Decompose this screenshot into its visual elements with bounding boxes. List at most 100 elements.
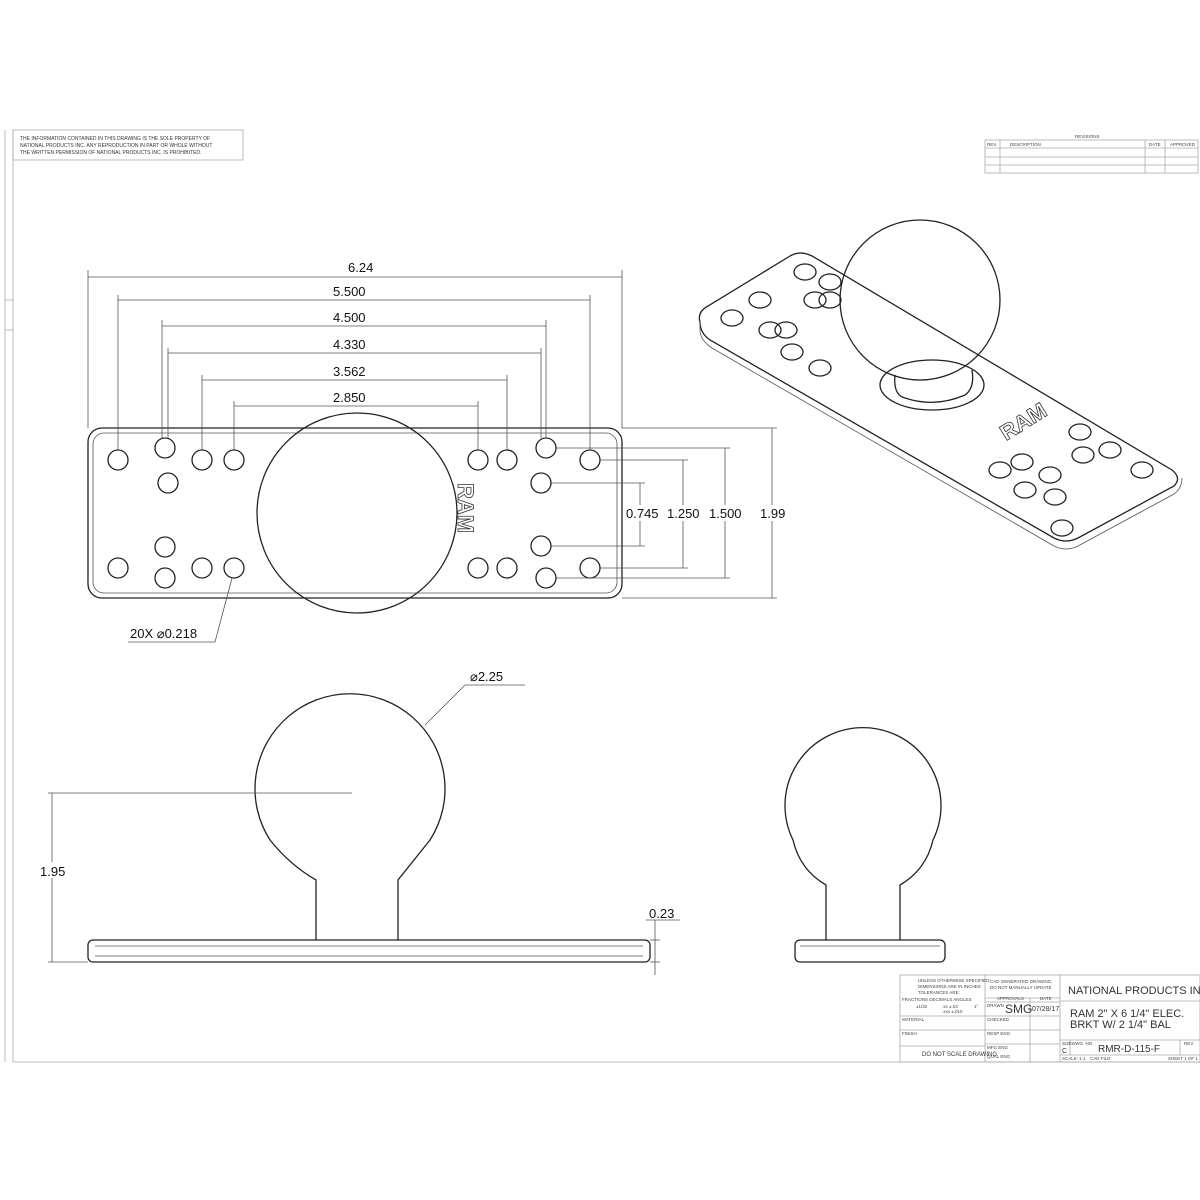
svg-text:1°: 1° bbox=[974, 1004, 979, 1009]
mounting-hole bbox=[496, 557, 518, 579]
mounting-hole-iso bbox=[793, 263, 817, 281]
svg-text:DESCRIPTION: DESCRIPTION bbox=[1010, 142, 1041, 147]
mounting-hole bbox=[579, 449, 601, 471]
mounting-hole bbox=[154, 437, 176, 459]
title-block: UNLESS OTHERWISE SPECIFIED: DIMENSIONS A… bbox=[899, 974, 1200, 1063]
svg-text:BRKT W/ 2 1/4" BAL: BRKT W/ 2 1/4" BAL bbox=[1070, 1019, 1171, 1031]
drawing-number: RMR-D-115-F bbox=[1098, 1044, 1160, 1055]
mounting-hole-iso bbox=[1043, 488, 1067, 506]
svg-text:SHEET 1 OF 1: SHEET 1 OF 1 bbox=[1168, 1056, 1198, 1061]
svg-text:THE INFORMATION CONTAINED IN T: THE INFORMATION CONTAINED IN THIS DRAWIN… bbox=[20, 136, 210, 142]
svg-text:FRACTIONS DECIMALS ANGLES: FRACTIONS DECIMALS ANGLES bbox=[902, 997, 972, 1002]
svg-text:UNLESS OTHERWISE SPECIFIED:: UNLESS OTHERWISE SPECIFIED: bbox=[918, 978, 991, 983]
svg-text:SMG: SMG bbox=[1005, 1002, 1032, 1016]
svg-text:REV.: REV. bbox=[1184, 1041, 1194, 1046]
mounting-hole-iso bbox=[774, 321, 798, 339]
svg-text:0.745: 0.745 bbox=[626, 506, 659, 521]
mounting-hole bbox=[535, 437, 557, 459]
mounting-hole bbox=[467, 557, 489, 579]
svg-text:4.330: 4.330 bbox=[333, 337, 366, 352]
mounting-hole bbox=[496, 449, 518, 471]
mounting-hole bbox=[154, 567, 176, 589]
svg-text:DATE: DATE bbox=[1149, 142, 1161, 147]
mounting-hole bbox=[107, 557, 129, 579]
mounting-hole-iso bbox=[988, 461, 1012, 479]
mounting-hole bbox=[467, 449, 489, 471]
svg-text:APPROVALS: APPROVALS bbox=[997, 996, 1024, 1001]
svg-text:QUAL ENG: QUAL ENG bbox=[987, 1054, 1011, 1059]
svg-text:REV.: REV. bbox=[987, 142, 997, 147]
mounting-hole bbox=[535, 567, 557, 589]
ram-logo-iso: RAM bbox=[995, 398, 1051, 446]
svg-text:0.23: 0.23 bbox=[649, 906, 674, 921]
mounting-hole bbox=[530, 472, 552, 494]
ball-top bbox=[256, 412, 458, 614]
mounting-hole-iso bbox=[1050, 519, 1074, 537]
svg-text:1.99: 1.99 bbox=[760, 506, 785, 521]
mounting-hole-iso bbox=[720, 309, 744, 327]
mounting-hole bbox=[191, 557, 213, 579]
revision-table: REVISIONS REV. DESCRIPTION DATE APPROVED bbox=[984, 134, 1199, 174]
side-view bbox=[784, 727, 946, 963]
mounting-hole bbox=[530, 535, 552, 557]
svg-text:MFG ENG: MFG ENG bbox=[987, 1045, 1008, 1050]
svg-text:3.562: 3.562 bbox=[333, 364, 366, 379]
mounting-hole-iso bbox=[1130, 461, 1154, 479]
svg-text:CHECKED: CHECKED bbox=[987, 1017, 1010, 1022]
svg-text:REVISIONS: REVISIONS bbox=[1075, 134, 1100, 139]
mounting-hole bbox=[157, 472, 179, 494]
svg-text:1.500: 1.500 bbox=[709, 506, 742, 521]
svg-text:5.500: 5.500 bbox=[333, 284, 366, 299]
mounting-hole-iso bbox=[808, 359, 832, 377]
svg-text:6.24: 6.24 bbox=[348, 260, 373, 275]
mounting-hole-iso bbox=[758, 321, 782, 339]
svg-text:DATE: DATE bbox=[1040, 996, 1052, 1001]
svg-text:DO NOT MANUALLY UPDATE: DO NOT MANUALLY UPDATE bbox=[990, 985, 1052, 990]
svg-text:CAD FILE:: CAD FILE: bbox=[1090, 1056, 1112, 1061]
svg-text:4.500: 4.500 bbox=[333, 310, 366, 325]
ball-diameter: ⌀2.25 bbox=[470, 669, 503, 684]
svg-text:DIMENSIONS ARE IN INCHES: DIMENSIONS ARE IN INCHES bbox=[918, 984, 981, 989]
mounting-hole bbox=[154, 536, 176, 558]
hole-callout: 20X ⌀0.218 bbox=[130, 626, 197, 641]
proprietary-notice: THE INFORMATION CONTAINED IN THIS DRAWIN… bbox=[20, 136, 212, 156]
mounting-hole bbox=[107, 449, 129, 471]
mounting-hole-iso bbox=[818, 273, 842, 291]
mounting-hole-iso bbox=[803, 291, 827, 309]
sheet-border bbox=[4, 129, 1200, 1063]
svg-text:±1/32: ±1/32 bbox=[916, 1004, 928, 1009]
svg-text:07/28/17: 07/28/17 bbox=[1032, 1006, 1059, 1013]
svg-text:TOLERANCES ARE:: TOLERANCES ARE: bbox=[918, 990, 960, 995]
mounting-hole-iso bbox=[1068, 423, 1092, 441]
svg-text:2.850: 2.850 bbox=[333, 390, 366, 405]
svg-text:THE WRITTEN PERMISSION OF NATI: THE WRITTEN PERMISSION OF NATIONAL PRODU… bbox=[20, 150, 201, 156]
svg-text:.xx ±.03: .xx ±.03 bbox=[942, 1004, 958, 1009]
svg-text:FINISH: FINISH bbox=[902, 1031, 917, 1036]
company-name: NATIONAL PRODUCTS INC. bbox=[1068, 985, 1200, 997]
mounting-hole bbox=[223, 557, 245, 579]
mounting-hole-iso bbox=[818, 291, 842, 309]
ram-logo: RAM bbox=[453, 483, 478, 533]
mounting-hole-iso bbox=[1013, 481, 1037, 499]
svg-text:NATIONAL PRODUCTS INC. ANY REP: NATIONAL PRODUCTS INC. ANY REPRODUCTION … bbox=[20, 143, 212, 149]
mounting-hole-iso bbox=[1098, 441, 1122, 459]
svg-text:1.250: 1.250 bbox=[667, 506, 700, 521]
svg-text:DWG. NO.: DWG. NO. bbox=[1072, 1041, 1094, 1046]
mounting-hole-iso bbox=[1038, 466, 1062, 484]
mounting-hole-iso bbox=[1010, 453, 1034, 471]
svg-text:1.95: 1.95 bbox=[40, 864, 65, 879]
mounting-holes bbox=[107, 437, 601, 589]
svg-text:RAM 2" X 6 1/4" ELEC.: RAM 2" X 6 1/4" ELEC. bbox=[1070, 1008, 1184, 1020]
top-view: RAM 6.24 5.500 4.500 4.330 3.562 2.850 bbox=[87, 260, 787, 643]
svg-text:C: C bbox=[1062, 1048, 1067, 1055]
svg-text:.xxx ±.010: .xxx ±.010 bbox=[942, 1009, 963, 1014]
mounting-hole-iso bbox=[780, 343, 804, 361]
svg-text:CAD GENERATED DRAWING,: CAD GENERATED DRAWING, bbox=[990, 979, 1053, 984]
svg-text:DRAWN: DRAWN bbox=[987, 1003, 1004, 1008]
svg-text:DO NOT SCALE DRAWING: DO NOT SCALE DRAWING bbox=[922, 1052, 997, 1058]
ball-iso bbox=[839, 219, 1001, 381]
svg-text:MATERIAL: MATERIAL bbox=[902, 1017, 925, 1022]
mounting-hole bbox=[579, 557, 601, 579]
svg-text:APPROVED: APPROVED bbox=[1170, 142, 1196, 147]
